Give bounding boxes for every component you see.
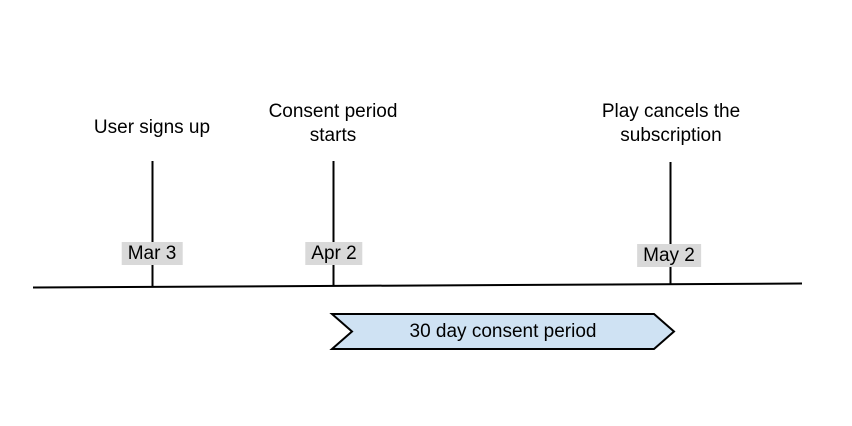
date-label-mar-3: Mar 3 [121, 242, 183, 265]
event-title-cancel: Play cancels the subscription [601, 101, 741, 146]
ribbon-arrow-shape [329, 313, 676, 350]
timeline-axis [32, 282, 803, 289]
event-title-signup: User signs up [93, 117, 211, 138]
consent-period-ribbon-label: 30 day consent period [409, 321, 597, 342]
event-title-consent-start: Consent period starts [268, 101, 398, 146]
date-label-apr-2: Apr 2 [305, 242, 363, 265]
date-label-may-2: May 2 [637, 244, 701, 267]
